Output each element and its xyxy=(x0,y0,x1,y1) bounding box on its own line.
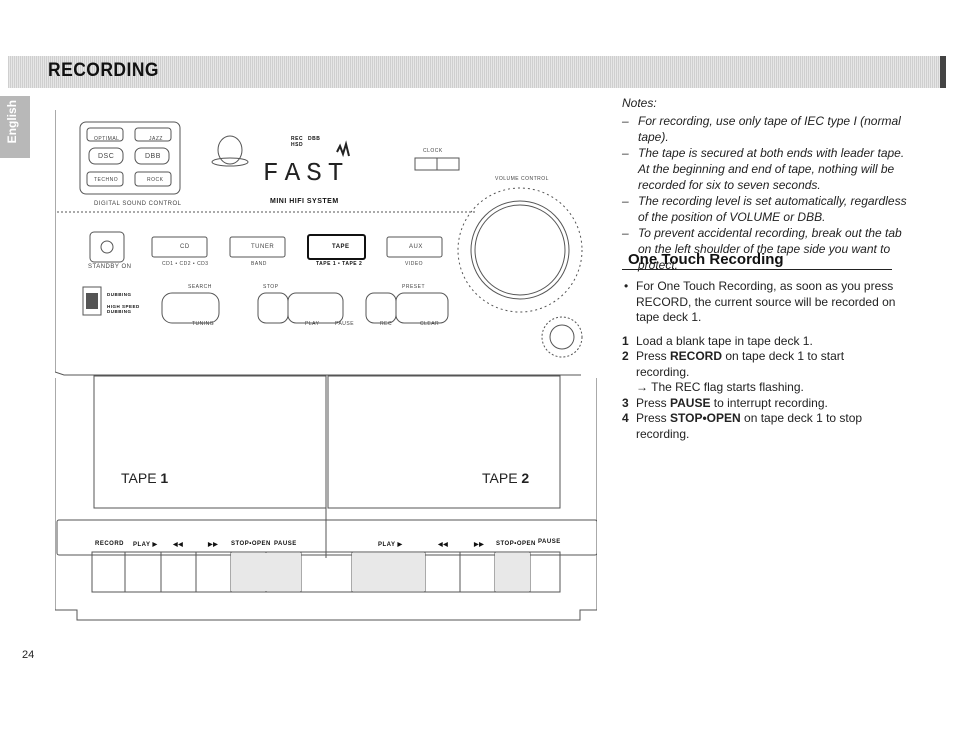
label-dbb: DBB xyxy=(308,136,321,142)
dsc-key-techno: TECHNO xyxy=(94,177,119,183)
one-touch-body: For One Touch Recording, as soon as you … xyxy=(622,279,897,442)
label-cd: CD xyxy=(180,244,190,250)
label-stop: STOP xyxy=(263,284,279,290)
label-preset: PRESET xyxy=(402,284,426,290)
notes-heading: Notes: xyxy=(622,96,657,110)
label-tape-select: TAPE 1 • TAPE 2 xyxy=(316,261,363,267)
step-2-result: → The REC flag starts flashing. xyxy=(636,380,804,394)
one-touch-title: One Touch Recording xyxy=(628,251,784,268)
notes-section: Notes: For recording, use only tape of I… xyxy=(622,95,912,273)
label-tape: TAPE xyxy=(332,244,350,250)
label-high-speed-dubbing: HIGH SPEED DUBBING xyxy=(107,304,140,314)
label-rec: REC xyxy=(291,136,304,142)
deck1-key-pause: PAUSE xyxy=(274,541,297,547)
deck1-key-stop-open: STOP•OPEN xyxy=(231,541,271,547)
dsc-key-jazz: JAZZ xyxy=(149,136,163,142)
deck2-key-play: PLAY ▶ xyxy=(378,542,403,548)
tape-1-label: TAPE 1 xyxy=(121,470,169,486)
display-text: FAST xyxy=(263,158,349,188)
label-pause: PAUSE xyxy=(335,321,355,327)
dsc-key-rock: ROCK xyxy=(147,177,164,183)
label-tuner: TUNER xyxy=(251,244,275,250)
header-bar xyxy=(8,56,946,88)
tape-2-label: TAPE 2 xyxy=(482,470,530,486)
dsc-key-dbb: DBB xyxy=(145,153,161,160)
label-clear: CLEAR xyxy=(420,321,440,327)
label-play: PLAY xyxy=(305,321,320,327)
device-illustration: FAST xyxy=(55,110,597,622)
label-rec-btn: REC xyxy=(380,321,393,327)
note-item: To prevent accidental recording, break o… xyxy=(622,225,912,273)
deck1-key-ffwd: ▶▶ xyxy=(208,542,219,548)
dsc-key-optimal: OPTIMAL xyxy=(94,136,120,142)
label-video: VIDEO xyxy=(405,261,424,267)
label-dubbing: DUBBING xyxy=(107,292,132,297)
one-touch-bullet: For One Touch Recording, as soon as you … xyxy=(622,279,897,326)
label-standby-on: STANDBY ON xyxy=(88,264,132,270)
note-item: The tape is secured at both ends with le… xyxy=(622,145,912,193)
label-hsd: HSD xyxy=(291,142,304,148)
deck2-key-ffwd: ▶▶ xyxy=(474,542,485,548)
language-tab: English xyxy=(0,96,30,158)
label-cd-select: CD1 • CD2 • CD3 xyxy=(162,261,209,267)
dsc-key-dsc: DSC xyxy=(98,153,115,160)
deck1-key-rewind: ◀◀ xyxy=(173,542,184,548)
language-tab-label: English xyxy=(5,100,19,144)
label-band: BAND xyxy=(251,261,267,267)
deck2-key-stop-open: STOP•OPEN xyxy=(496,541,536,547)
device-drawing: FAST xyxy=(55,110,597,621)
deck1-key-record: RECORD xyxy=(95,541,125,547)
label-clock: CLOCK xyxy=(423,148,443,154)
note-item: The recording level is set automatically… xyxy=(622,193,912,225)
label-aux: AUX xyxy=(409,244,423,250)
deck2-key-pause: PAUSE xyxy=(538,539,561,545)
section-title: RECORDING xyxy=(48,60,159,81)
deck1-key-play: PLAY ▶ xyxy=(133,542,158,548)
one-touch-rule xyxy=(622,269,892,270)
label-digital-sound-control: DIGITAL SOUND CONTROL xyxy=(94,201,182,207)
label-search: SEARCH xyxy=(188,284,212,290)
label-volume-control: VOLUME CONTROL xyxy=(495,176,549,182)
label-mini-hifi-system: MINI HIFI SYSTEM xyxy=(270,198,339,205)
page-number: 24 xyxy=(22,649,35,661)
deck2-key-rewind: ◀◀ xyxy=(438,542,449,548)
label-tuning: TUNING xyxy=(192,321,215,327)
note-item: For recording, use only tape of IEC type… xyxy=(622,113,912,145)
